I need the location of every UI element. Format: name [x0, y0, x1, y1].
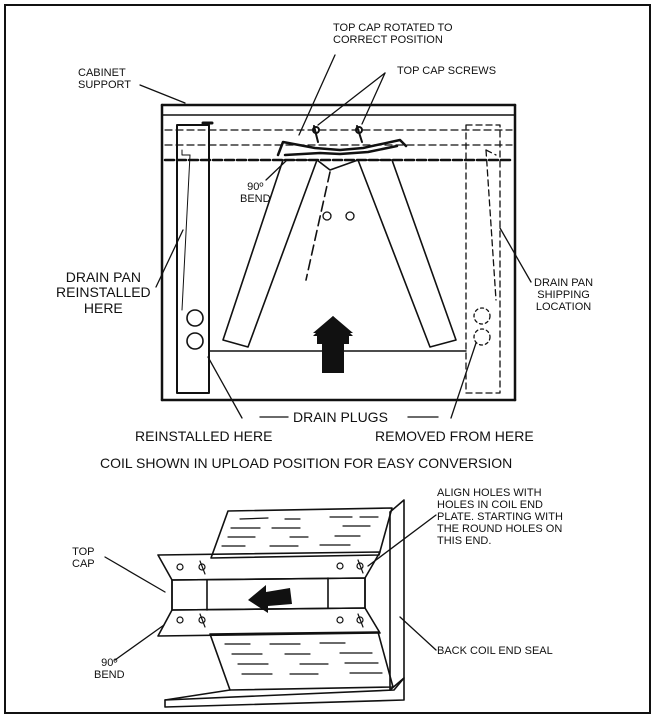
drain-plug-2	[186, 332, 204, 350]
label-reinstalled-here: REINSTALLED HERE	[135, 428, 273, 444]
drain-pan-right	[465, 124, 501, 394]
cap-holes	[176, 559, 364, 628]
coil-slabs	[222, 159, 457, 348]
leader-lines-top	[139, 54, 532, 419]
drain-plug-1	[186, 309, 204, 327]
label-top-cap-screws: TOP CAP SCREWS	[397, 65, 497, 77]
caption-upload-position: COIL SHOWN IN UPLOAD POSITION FOR EASY C…	[100, 455, 513, 471]
drain-pan-left	[176, 121, 214, 394]
rotated-cap-line	[305, 171, 331, 281]
conversion-arrow	[248, 585, 292, 613]
label-back-coil-end-seal: BACK COIL END SEAL	[437, 645, 553, 657]
label-removed-from-here: REMOVED FROM HERE	[375, 428, 534, 444]
coil-end-assembly	[157, 499, 405, 708]
label-drain-plugs: DRAIN PLUGS	[293, 409, 388, 425]
leader-lines-bottom	[104, 514, 437, 661]
cabinet	[160, 103, 517, 402]
top-cap-screws	[312, 125, 363, 143]
top-cap	[276, 138, 408, 157]
coil-fins	[221, 516, 383, 675]
dashed-top-lines	[163, 129, 514, 162]
